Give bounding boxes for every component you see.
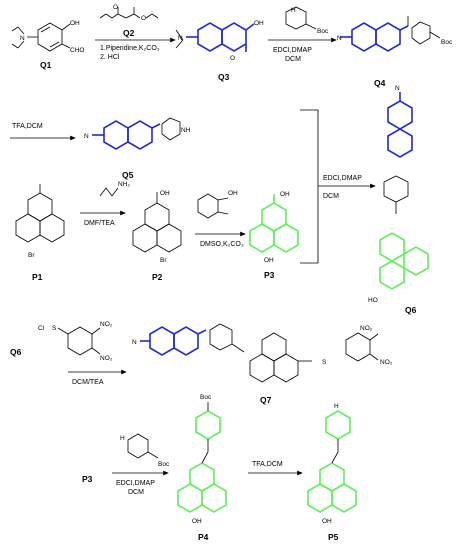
atom-oh: OH [228,190,238,197]
condition-r1b: 2. HCl [100,54,120,61]
structure-q1 [11,22,71,52]
atom-h: H [120,435,125,442]
structure-p1 [15,184,65,243]
atom-oh: OH [254,20,264,27]
structure-p5 [307,410,357,513]
structure-q6 [379,92,429,290]
atom-boc: Boc [441,39,453,46]
atom-oh: OH [160,190,170,197]
label-q4: Q4 [374,78,386,88]
structure-q4 [340,22,409,52]
merge-bracket [300,109,319,264]
structure-p4 [177,402,227,513]
atom-s: S [322,359,327,366]
structure-q7 [140,323,379,383]
condition-r6b: DCM [323,193,339,200]
structure-p2 [132,192,182,253]
atom-n: N [132,339,137,346]
atom-oh: OH [264,257,274,264]
structure-nhpi [197,193,229,219]
atom-o: O [113,4,118,11]
label-p3-row6: P3 [82,474,93,484]
structure-boc-piperazine [285,6,317,30]
atom-n: N [20,35,25,42]
structure-q2 [99,7,159,19]
condition-r8a: EDCI,DMAP [116,480,155,487]
atom-boc: Boc [317,28,329,35]
condition-r4: DMF/TEA [84,220,115,227]
structure-p3 [249,194,299,253]
atom-oh: OH [280,191,290,198]
atom-cho: CHO [70,47,84,54]
structure-q5 [92,120,161,150]
atom-no2: NO₂ [100,321,113,328]
atom-o: O [141,15,146,22]
atom-s: S [52,325,57,332]
atom-no2: NO₂ [360,325,373,332]
atom-br: Br [28,252,35,259]
atom-h: H [291,7,296,14]
condition-r1a: 1.Piperidine,K₂CO₃ [100,45,160,52]
label-p1: P1 [32,272,43,282]
condition-r5: DMSO,K₂CO₃ [200,241,244,248]
label-p2: P2 [152,272,163,282]
atom-br: Br [160,257,167,264]
structure-boc-piperazine-2 [127,433,159,459]
atom-h: H [334,403,339,410]
condition-r9: TFA,DCM [252,461,283,468]
label-p5: P5 [328,532,339,542]
atom-nh2: NH₂ [118,181,130,188]
label-q5: Q5 [122,170,134,180]
label-q2: Q2 [123,28,135,38]
atom-n: N [178,35,183,42]
condition-r7: DCM/TEA [72,379,104,386]
atom-no2: NO₂ [380,359,393,366]
structure-q3 [186,22,255,52]
atom-cl: Cl [38,325,45,332]
label-p3: P3 [264,270,275,280]
atom-no2: NO₂ [100,355,113,362]
atom-n: N [84,133,89,140]
condition-r2a: EDCI,DMAP [273,47,312,54]
atom-oh: OH [192,518,202,525]
label-q3: Q3 [218,72,230,82]
condition-r6a: EDCI,DMAP [323,175,362,182]
atom-n: N [337,35,342,42]
atom-boc: Boc [200,394,212,401]
structure-glycine [99,187,119,197]
atom-oh: OH [70,20,80,27]
structure-dnbsc [57,326,101,356]
condition-r8b: DCM [128,489,144,496]
atom-nh: NH [181,127,191,134]
label-q6: Q6 [405,305,417,315]
label-q7: Q7 [260,395,272,405]
atom-boc: Boc [158,461,170,468]
condition-r3: TFA,DCM [12,123,43,130]
label-p4: P4 [198,532,209,542]
atom-oh: OH [322,518,332,525]
condition-r2b: DCM [285,56,301,63]
atom-n: N [395,85,400,92]
atom-o: O [230,55,235,62]
label-q6-row5: Q6 [10,347,22,357]
atom-ho: HO [368,297,378,304]
label-q1: Q1 [40,60,52,70]
